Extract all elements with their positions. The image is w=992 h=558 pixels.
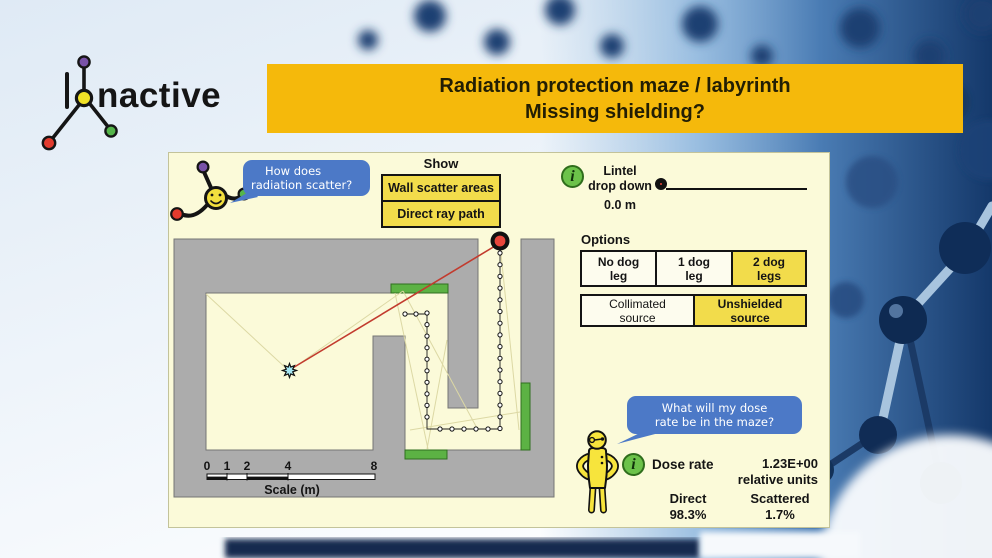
no-dog-leg-line1: No dog [597,254,640,269]
info-glyph: i [570,167,575,185]
one-dog-leg-line2: leg [685,268,703,283]
collimated-source-button[interactable]: Collimated source [582,296,695,325]
no-dog-leg-line2: leg [609,268,628,283]
no-dog-leg-button[interactable]: No dog leg [582,252,657,285]
question-line2: radiation scatter? [251,178,353,192]
lintel-info-icon[interactable]: i [561,165,584,188]
question-bubble: How does radiation scatter? [243,160,370,196]
one-dog-leg-button[interactable]: 1 dog leg [657,252,733,285]
title-banner: Radiation protection maze / labyrinth Mi… [267,64,963,133]
dose-bubble-line1: What will my dose [661,401,768,415]
two-dog-legs-line1: 2 dog [753,254,785,269]
banner-line1: Radiation protection maze / labyrinth [439,74,791,97]
lintel-slider-knob[interactable] [655,178,667,190]
unshielded-source-button[interactable]: Unshielded source [695,296,805,325]
direct-ray-path-button[interactable]: Direct ray path [381,200,501,228]
dog-leg-button-row: No dog leg 1 dog leg 2 dog legs [580,250,807,287]
one-dog-leg-line1: 1 dog [678,254,710,269]
unshielded-line2: source [730,310,770,325]
collimated-line1: Collimated [609,296,666,311]
question-line1: How does [265,164,322,178]
collimated-line2: source [619,310,656,325]
lintel-slider-track[interactable] [666,188,807,190]
two-dog-legs-line2: legs [756,268,781,283]
dose-bubble-line2: rate be in the maze? [654,415,775,429]
banner-line2: Missing shielding? [524,100,705,123]
unshielded-line1: Unshielded [717,296,783,311]
dose-info-icon[interactable]: i [622,453,645,476]
wall-scatter-areas-button[interactable]: Wall scatter areas [381,174,501,202]
info-glyph: i [631,455,636,473]
two-dog-legs-button[interactable]: 2 dog legs [733,252,805,285]
dose-bubble: What will my dose rate be in the maze? [627,396,802,434]
source-type-button-row: Collimated source Unshielded source [580,294,807,327]
